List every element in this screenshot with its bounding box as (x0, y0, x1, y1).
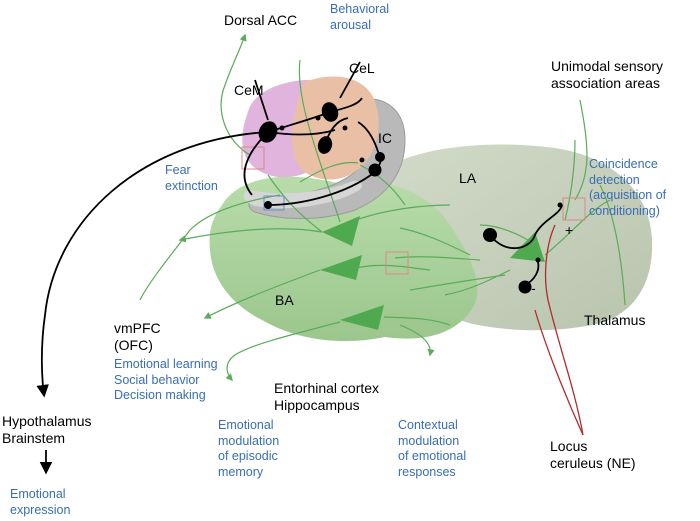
intercalated-shelf (243, 180, 363, 209)
synapse-box-la (562, 197, 586, 221)
hypothalamus-label: Hypothalamus Brainstem (2, 413, 92, 446)
la-neuron (510, 232, 545, 262)
ba-label: BA (275, 292, 294, 308)
thalamus-label: Thalamus (584, 312, 646, 328)
ic-region (248, 98, 406, 219)
dorsal-acc-label: Dorsal ACC (224, 12, 298, 28)
behavioral-arousal-label: Behavioral arousal (330, 2, 390, 32)
emotional-modulation-label: Emotional modulation of episodic memory (218, 418, 280, 479)
synapse-box-cem (241, 146, 265, 170)
ba-neuron-3 (340, 305, 384, 330)
ba-neuron-1 (322, 216, 360, 246)
coincidence-label: Coincidence detection (acquisition of co… (589, 157, 667, 218)
la-label: LA (459, 170, 477, 186)
ba-neuron-2 (320, 255, 362, 280)
unimodal-label: Unimodal sensory association areas (551, 58, 664, 91)
ic-label: IC (378, 130, 392, 146)
cem-label: CeM (234, 82, 264, 98)
ba-region (209, 176, 478, 342)
locus-ceruleus-label: Locus ceruleus (NE) (550, 438, 636, 471)
fear-extinction-label: Fear extinction (165, 163, 218, 193)
plus-sign: + (565, 222, 574, 238)
entorhinal-label: Entorhinal cortex Hippocampus (274, 380, 380, 413)
emotional-expression-label: Emotional expression (10, 487, 71, 517)
vmpfc-label: vmPFC (OFC) (114, 320, 161, 353)
green-pathways (139, 33, 626, 382)
emotional-learning-label: Emotional learning Social behavior Decis… (114, 357, 218, 402)
cel-label: CeL (349, 60, 375, 76)
black-neuron-somata (258, 102, 563, 294)
minus-sign: - (531, 280, 536, 296)
contextual-modulation-label: Contextual modulation of emotional respo… (398, 418, 467, 479)
synapse-box-ic (263, 195, 285, 211)
synapse-box-ba (385, 251, 409, 275)
locus-ceruleus-pathway (534, 224, 584, 436)
